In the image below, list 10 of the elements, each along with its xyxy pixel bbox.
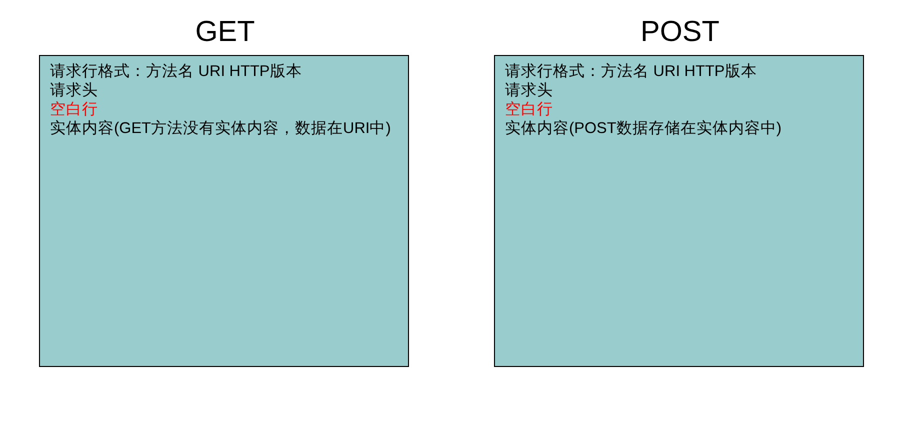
text-line: 请求行格式：方法名 URI HTTP版本 — [505, 62, 757, 81]
text-line: 空白行 — [50, 100, 98, 119]
text-line: 空白行 — [505, 100, 553, 119]
text-line: 请求行格式：方法名 URI HTTP版本 — [50, 62, 302, 81]
text-line: 请求头 — [505, 81, 553, 100]
heading: GET — [195, 15, 255, 49]
text-line: 请求头 — [50, 81, 98, 100]
text-line: 实体内容(POST数据存储在实体内容中) — [505, 119, 782, 138]
heading: POST — [640, 15, 720, 49]
text-line: 实体内容(GET方法没有实体内容，数据在URI中) — [50, 119, 391, 138]
